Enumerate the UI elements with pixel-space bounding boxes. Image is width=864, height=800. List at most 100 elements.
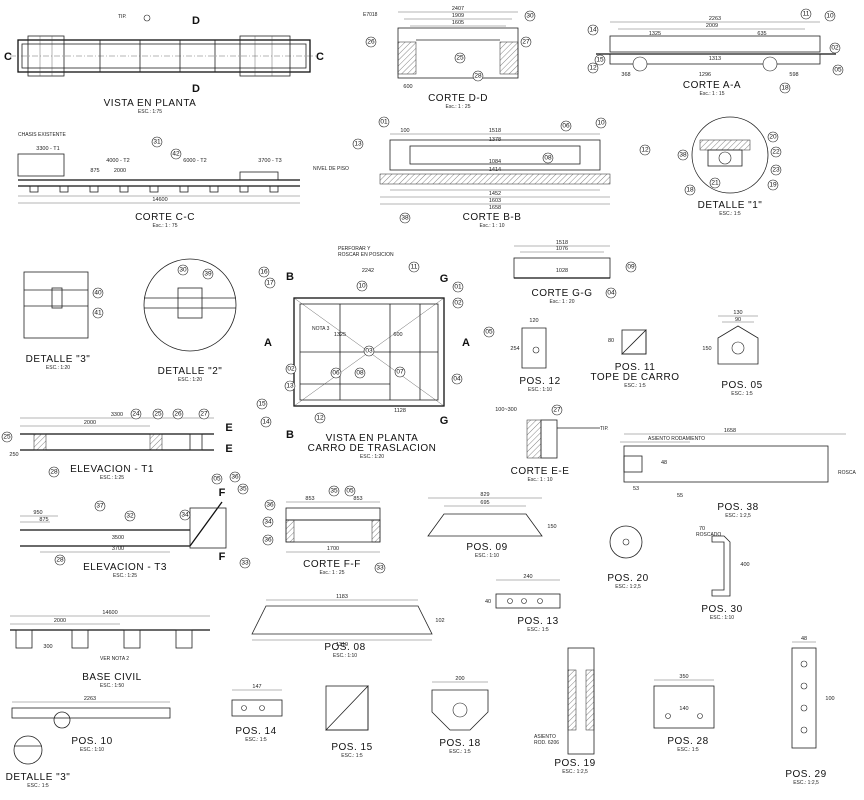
svg-text:150: 150 (702, 346, 711, 352)
svg-text:48: 48 (801, 636, 807, 642)
svg-text:21: 21 (711, 180, 719, 187)
svg-text:38: 38 (401, 215, 409, 222)
svg-text:ESC.: 1:10: ESC.: 1:10 (528, 387, 552, 393)
svg-text:05: 05 (346, 488, 354, 495)
view-corte-cc: CHASIS EXISTENTE 3300 - T1 4000 - T2 600… (17, 132, 349, 229)
svg-text:TIP.: TIP. (600, 426, 609, 432)
svg-text:3700 - T3: 3700 - T3 (258, 158, 281, 164)
view-corte-dd: 2407 1909 1605 600 E7018 26 25 30 27 28 … (363, 6, 536, 110)
svg-text:ESC.: 1:5: ESC.: 1:5 (27, 783, 49, 789)
svg-text:4000 - T2: 4000 - T2 (106, 158, 129, 164)
svg-text:Esc.: 1 : 25: Esc.: 1 : 25 (319, 570, 344, 576)
svg-text:B: B (286, 271, 294, 283)
svg-text:41: 41 (94, 310, 102, 317)
svg-text:ESC.: 1:10: ESC.: 1:10 (80, 747, 104, 753)
svg-text:08: 08 (356, 370, 364, 377)
svg-text:1378: 1378 (489, 137, 501, 143)
svg-text:368: 368 (621, 72, 630, 78)
svg-text:22: 22 (772, 149, 780, 156)
svg-text:37: 37 (96, 503, 104, 510)
svg-text:150: 150 (547, 524, 556, 530)
svg-text:40: 40 (94, 290, 102, 297)
svg-text:ESC.: 1:5: ESC.: 1:5 (624, 383, 646, 389)
svg-text:25: 25 (3, 434, 11, 441)
svg-text:CORTE F-F: CORTE F-F (303, 559, 361, 570)
svg-text:875: 875 (90, 168, 99, 174)
svg-text:B: B (286, 429, 294, 441)
svg-text:CORTE D-D: CORTE D-D (428, 93, 488, 104)
svg-text:400: 400 (740, 562, 749, 568)
svg-text:2263: 2263 (84, 696, 96, 702)
svg-text:12: 12 (589, 65, 597, 72)
svg-text:13: 13 (354, 141, 362, 148)
svg-text:ASIENTO: ASIENTO (534, 734, 556, 740)
svg-text:2000: 2000 (114, 168, 126, 174)
svg-text:70: 70 (699, 526, 705, 532)
svg-text:ESC.: 1:10: ESC.: 1:10 (710, 615, 734, 621)
svg-text:1658: 1658 (489, 205, 501, 211)
svg-text:80: 80 (608, 338, 614, 344)
section-mark-d-bottom: D (192, 83, 200, 95)
svg-text:PERFORAR Y: PERFORAR Y (338, 246, 371, 252)
svg-text:Esc.: 1 : 10: Esc.: 1 : 10 (479, 223, 504, 229)
svg-text:26: 26 (174, 411, 182, 418)
svg-text:ELEVACION - T3: ELEVACION - T3 (83, 562, 167, 573)
svg-text:1296: 1296 (699, 72, 711, 78)
svg-text:48: 48 (661, 460, 667, 466)
svg-text:100: 100 (825, 696, 834, 702)
svg-text:24: 24 (132, 411, 140, 418)
svg-text:120: 120 (529, 318, 538, 324)
svg-text:POS. 38: POS. 38 (717, 502, 758, 513)
svg-text:Esc.: 1 : 25: Esc.: 1 : 25 (445, 104, 470, 110)
svg-text:1452: 1452 (489, 191, 501, 197)
svg-text:01: 01 (454, 284, 462, 291)
svg-text:635: 635 (757, 31, 766, 37)
svg-text:POS. 11: POS. 11 (615, 362, 656, 373)
svg-text:TOPE DE CARRO: TOPE DE CARRO (590, 372, 679, 383)
svg-text:12: 12 (641, 147, 649, 154)
view-detalle-2: 30 39 DETALLE "2" ESC.: 1:20 (143, 258, 237, 383)
svg-text:ESC.: 1:20: ESC.: 1:20 (46, 365, 70, 371)
svg-text:04: 04 (607, 290, 615, 297)
svg-text:1518: 1518 (556, 240, 568, 246)
view-corte-gg: 1518 1076 1028 09 04 CORTE G-G Esc.: 1 :… (513, 240, 637, 305)
view-pos-15: POS. 15 ESC.: 1:5 (325, 685, 372, 759)
svg-text:140: 140 (679, 706, 688, 712)
svg-text:14: 14 (262, 419, 270, 426)
svg-text:40: 40 (485, 599, 491, 605)
svg-text:23: 23 (772, 167, 780, 174)
svg-text:VER NOTA 2: VER NOTA 2 (100, 656, 129, 662)
svg-text:1313: 1313 (709, 56, 721, 62)
svg-text:1084: 1084 (489, 159, 501, 165)
svg-text:34: 34 (264, 519, 272, 526)
svg-text:1605: 1605 (452, 20, 464, 26)
svg-text:Esc.: 1 : 75: Esc.: 1 : 75 (152, 223, 177, 229)
svg-text:CORTE B-B: CORTE B-B (463, 212, 522, 223)
note-tip: TIP. (118, 14, 127, 20)
svg-text:853: 853 (305, 496, 314, 502)
svg-text:1700: 1700 (327, 546, 339, 552)
svg-text:ESC.: 1:2,5: ESC.: 1:2,5 (562, 769, 588, 775)
svg-text:17: 17 (266, 280, 274, 287)
view-corte-ee: 100~300 TIP. 27 CORTE E-E Esc.: 1 : 10 (495, 404, 609, 483)
svg-text:ELEVACION - T1: ELEVACION - T1 (70, 464, 154, 475)
svg-text:42: 42 (172, 151, 180, 158)
svg-text:04: 04 (453, 376, 461, 383)
svg-text:POS. 19: POS. 19 (554, 758, 595, 769)
svg-text:06: 06 (562, 123, 570, 130)
section-mark-c-right: C (316, 51, 324, 63)
view-detalle-3b: DETALLE "3" ESC.: 1:5 (6, 735, 70, 789)
svg-text:POS. 15: POS. 15 (331, 742, 372, 753)
svg-text:1518: 1518 (489, 128, 501, 134)
svg-text:11: 11 (411, 264, 418, 271)
view-pos-19: ASIENTO ROD. 6206 POS. 19 ESC.: 1:2,5 (534, 647, 595, 775)
view-elevacion-t1: 3300 2000 250 E E 25 24 25 26 27 28 ELEV… (1, 408, 233, 481)
svg-text:ESC.: 1:5: ESC.: 1:5 (527, 627, 549, 633)
svg-text:254: 254 (510, 346, 519, 352)
svg-text:CARRO DE TRASLACION: CARRO DE TRASLACION (308, 443, 437, 454)
svg-text:100~300: 100~300 (495, 407, 517, 413)
svg-text:250: 250 (9, 452, 18, 458)
svg-text:ESC.: 1:25: ESC.: 1:25 (100, 475, 124, 481)
svg-text:27: 27 (522, 39, 530, 46)
svg-text:NOTA 3: NOTA 3 (312, 326, 330, 332)
